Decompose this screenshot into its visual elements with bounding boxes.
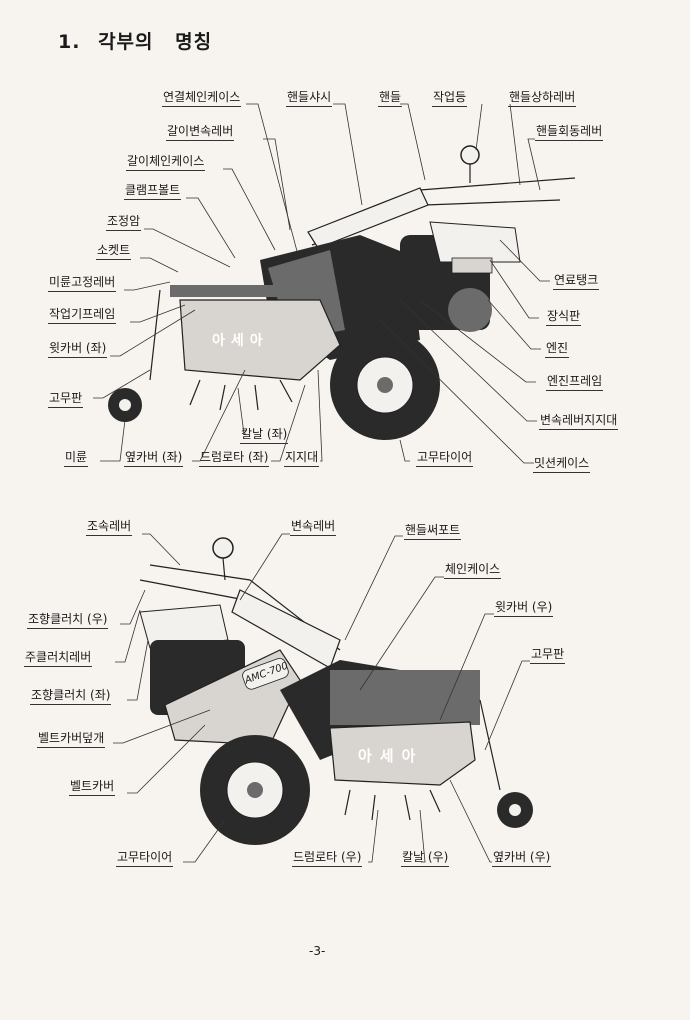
bottom-leader-lines [113,533,530,863]
label-work-light: 작업등 [432,90,468,107]
label-belt-cover-lid: 벨트카버덮개 [37,731,106,748]
label-fuel-tank: 연료탱크 [553,273,600,290]
label-handle-rotate-lever: 핸들회동레버 [535,124,604,141]
label-throttle-lever: 조속레버 [86,519,133,536]
label-tilling-speed-lever: 갈이변속레버 [166,124,235,141]
section-title: 1. 각부의 명칭 [58,27,212,54]
label-decor-plate: 장식판 [546,309,582,326]
bottom-tiller-drawing [139,537,533,845]
label-rubber-tire-bottom: 고무타이어 [116,850,174,867]
label-tail-wheel: 미륜 [64,450,89,467]
label-clamp-bolt: 클램프볼트 [124,183,182,200]
section-word-2: 명칭 [175,31,213,53]
top-leader-lines [93,103,550,464]
label-handle: 핸들 [378,90,403,107]
label-upper-cover-left: 윗카버 (좌) [48,341,108,358]
label-speed-change-lever: 변속레버 [290,519,337,536]
label-socket: 소켓트 [96,243,132,260]
label-chain-case: 체인케이스 [444,562,502,579]
label-mission-case: 밋션케이스 [533,456,591,473]
label-side-cover-right: 옆카버 (우) [492,850,552,867]
section-word-1: 각부의 [98,31,154,53]
label-handle-sash: 핸들샤시 [286,90,333,107]
page-number: -3- [309,944,326,958]
label-steer-clutch-right: 조향클러치 (우) [27,612,109,629]
label-belt-cover: 벨트카버 [69,779,116,796]
label-work-frame: 작업기프레임 [48,307,117,324]
label-blade-right: 칼날 (우) [401,850,450,867]
label-blade-left: 칼날 (좌) [240,427,289,444]
label-chain-case-connect: 연결체인케이스 [162,90,242,107]
label-handle-updown-lever: 핸들상하레버 [508,90,577,107]
top-tiller-drawing [108,145,576,440]
label-drum-rotor-right: 드럼로타 (우) [292,850,363,867]
label-engine: 엔진 [545,341,570,358]
label-support: 지지대 [284,450,320,467]
label-drum-rotor-left: 드럼로타 (좌) [199,450,270,467]
label-engine-frame: 엔진프레임 [546,374,604,391]
label-steer-clutch-left: 조향클러치 (좌) [30,688,112,705]
label-tail-wheel-lock-lever: 미륜고정레버 [48,275,117,292]
label-handle-support: 핸들써포트 [404,523,462,540]
label-side-cover-left: 옆카버 (좌) [124,450,184,467]
label-speed-lever-support: 변속레버지지대 [539,413,619,430]
label-main-clutch-lever: 주클러치레버 [24,650,93,667]
section-number: 1. [58,31,81,53]
label-rubber-plate-top: 고무판 [48,391,84,408]
label-rubber-tire-top: 고무타이어 [416,450,474,467]
brand-text-bottom: 아세아 [358,747,424,765]
label-adjust-arm: 조정암 [106,214,142,231]
label-tilling-chain-case: 갈이체인케이스 [126,154,206,171]
brand-text-top: 아세아 [212,333,269,349]
label-rubber-plate-bottom: 고무판 [530,647,566,664]
label-upper-cover-right: 윗카버 (우) [494,600,554,617]
